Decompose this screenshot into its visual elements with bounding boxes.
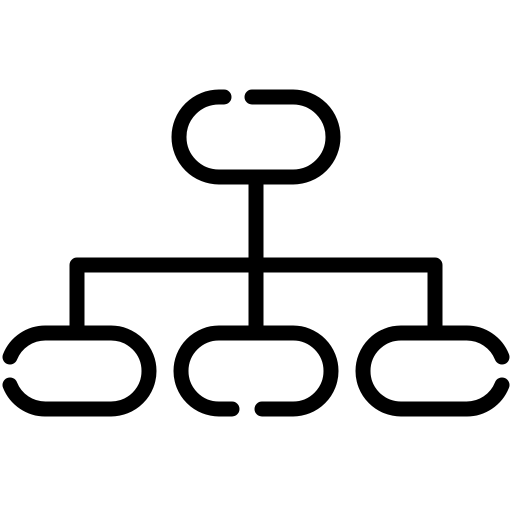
top-node — [171, 89, 341, 185]
hierarchy-strokes — [2, 89, 510, 417]
branch-connector — [69, 257, 443, 341]
right-child-node — [355, 325, 510, 417]
middle-child-node — [173, 325, 339, 417]
left-child-node — [2, 325, 157, 417]
